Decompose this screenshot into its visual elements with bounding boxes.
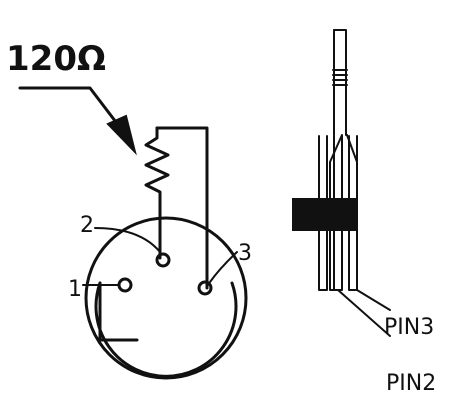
pin-3-hole [197, 280, 213, 296]
pin-2-leader [94, 227, 161, 253]
pin-2-hole [155, 252, 171, 268]
pin-3-number: 3 [238, 241, 252, 266]
pin-2-number: 2 [80, 213, 94, 238]
xlr-connector-face [84, 216, 248, 380]
pin3-leader-line [356, 289, 391, 311]
resistor-value-label: 120Ω [6, 39, 106, 79]
resistor-120-ohm [144, 126, 209, 290]
pin3-label: PIN3 [384, 315, 434, 340]
heat-shrink-sleeve [292, 198, 358, 231]
pointer-arrow [18, 86, 137, 156]
plug-side-view [292, 29, 358, 291]
pin2-label: PIN2 [386, 371, 436, 396]
pin-3-leader [209, 251, 238, 283]
pin-1-hole [117, 277, 133, 293]
pin2-leader-line [337, 289, 391, 337]
pin-1-number: 1 [68, 277, 82, 302]
